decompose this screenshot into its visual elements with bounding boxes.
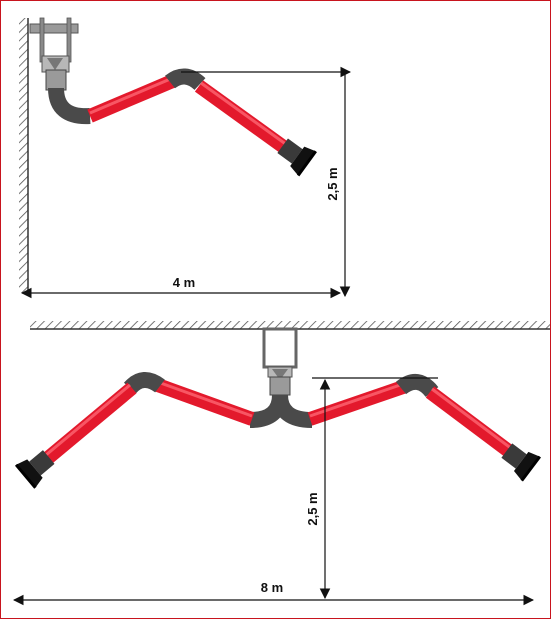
bottom-left-arm-segment-1 bbox=[152, 377, 255, 426]
wall-hatch bbox=[19, 18, 28, 293]
ceiling-bracket bbox=[262, 327, 298, 396]
top-diagram: 2,5 m 4 m bbox=[19, 17, 352, 299]
top-arm-segment-1 bbox=[87, 73, 178, 123]
bottom-right-knee-joint bbox=[395, 374, 439, 398]
top-elbow-joint bbox=[48, 87, 91, 125]
top-reach-label: 4 m bbox=[173, 275, 195, 290]
bottom-left-extraction-hood bbox=[14, 450, 55, 489]
bottom-right-arm-segment-2 bbox=[425, 386, 515, 458]
top-arm-segment-2 bbox=[194, 80, 290, 154]
top-knee-joint bbox=[165, 68, 206, 91]
bottom-height-label: 2,5 m bbox=[305, 492, 320, 525]
bottom-right-extraction-hood bbox=[501, 443, 542, 482]
bottom-reach-label: 8 m bbox=[261, 580, 283, 595]
bottom-left-knee-joint bbox=[123, 372, 165, 394]
top-height-label: 2,5 m bbox=[325, 167, 340, 200]
bottom-t-joint bbox=[249, 394, 313, 428]
ceiling-hatch bbox=[30, 321, 550, 329]
bottom-left-arm-segment-2 bbox=[43, 382, 137, 464]
top-extraction-hood bbox=[277, 138, 317, 177]
wall-bracket bbox=[29, 17, 79, 91]
bottom-diagram: 2,5 m 8 m bbox=[12, 321, 550, 606]
